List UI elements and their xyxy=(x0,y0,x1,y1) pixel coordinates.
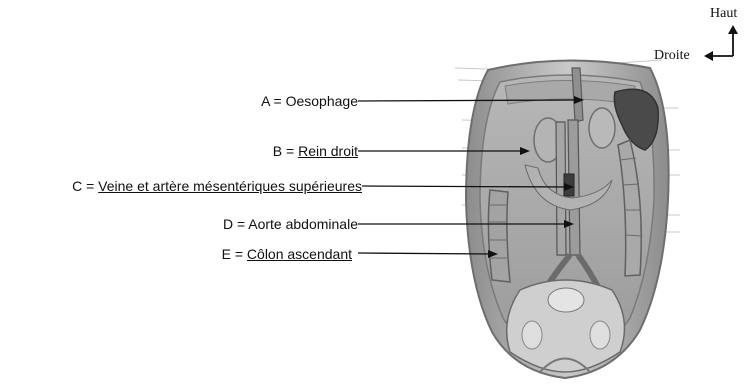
label-e: E = Côlon ascendant xyxy=(222,246,352,262)
label-a: A = Oesophage xyxy=(261,93,358,109)
left-arrow-icon xyxy=(704,51,713,61)
label-d-prefix: D = xyxy=(223,216,248,232)
label-e-prefix: E = xyxy=(222,246,247,262)
ascending-colon xyxy=(488,190,510,282)
left-kidney xyxy=(589,108,615,148)
compass-up-label: Haut xyxy=(710,6,737,22)
label-b: B = Rein droit xyxy=(273,143,358,159)
label-b-term: Rein droit xyxy=(298,143,358,159)
label-e-term: Côlon ascendant xyxy=(247,246,352,262)
label-d: D = Aorte abdominale xyxy=(223,216,358,232)
compass-side-label: Droite xyxy=(654,48,690,64)
label-d-term: Aorte abdominale xyxy=(248,216,358,232)
orientation-compass xyxy=(712,32,733,56)
label-c-term: Veine et artère mésentériques supérieure… xyxy=(98,178,362,194)
label-a-prefix: A = xyxy=(261,93,286,109)
label-c: C = Veine et artère mésentériques supéri… xyxy=(72,178,362,194)
up-arrow-icon xyxy=(728,25,738,34)
label-b-prefix: B = xyxy=(273,143,298,159)
label-a-term: Oesophage xyxy=(286,93,358,109)
label-c-prefix: C = xyxy=(72,178,98,194)
